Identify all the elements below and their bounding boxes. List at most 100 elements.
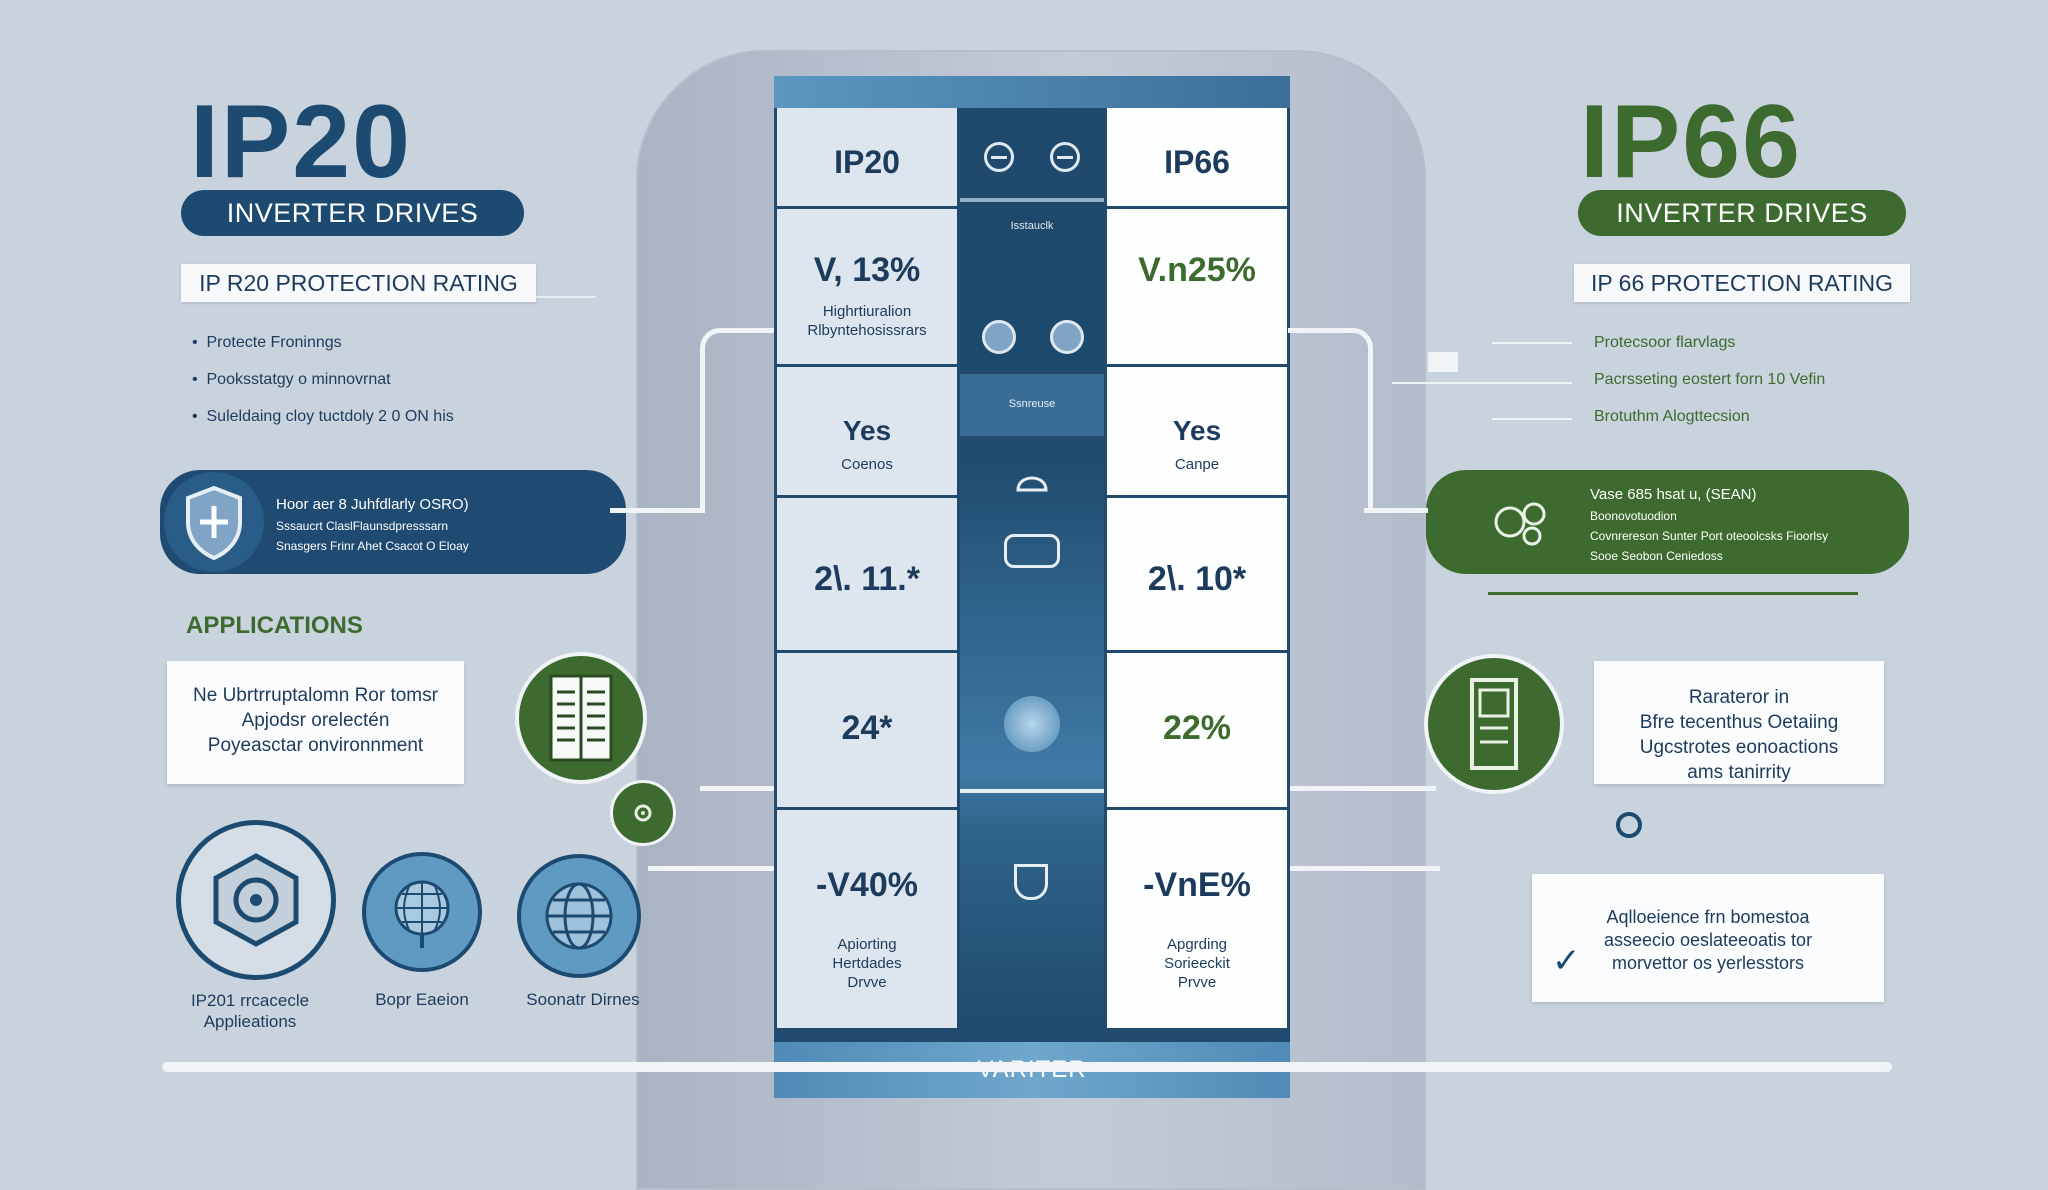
ip20-cell: V, 13%Highrtiuralion Rlbyntehosissrars <box>777 209 957 367</box>
gauge-icon <box>1050 320 1084 354</box>
checkmark-icon: ✓ <box>1552 942 1581 980</box>
ip20-cell-sub: Coenos <box>841 456 893 473</box>
right-connector-mid <box>1290 786 1436 791</box>
baseline-line <box>162 1062 1892 1072</box>
ip66-cell-value: -VnE% <box>1143 866 1251 904</box>
left-bullet: • Pooksstatgy o minnovrnat <box>192 371 391 388</box>
ip20-cell-value: Yes <box>842 415 892 446</box>
hexagon-device-icon <box>176 820 336 980</box>
ip66-cell: 2\. 10* <box>1107 498 1287 653</box>
app-label-ip20: IP201 rrcacecle Applieations <box>190 991 310 1031</box>
ring-icon <box>1612 808 1646 842</box>
device-icon <box>1004 534 1060 568</box>
ip66-header-cell: IP66 <box>1107 108 1287 209</box>
middle-label: Isstauclk <box>1010 220 1054 232</box>
middle-illustration <box>960 444 1104 1038</box>
app-label-bopr: Bopr Eaeion <box>375 990 469 1009</box>
right-card-line: asseecio oeslateeoatis tor <box>1603 930 1813 950</box>
right-card-line: morvettor os yerlesstors <box>1611 953 1805 973</box>
bell-icon <box>1012 464 1052 494</box>
left-bullet: • Suleldaing cloy tuctdoly 2 0 ON his <box>192 408 454 425</box>
ip20-cell: -V40% Apiorting Hertdades Drvve <box>777 810 957 1028</box>
right-marker <box>1428 352 1458 372</box>
middle-column: Isstauclk Ssnreuse <box>960 108 1104 1068</box>
ip20-cell: 24* <box>777 653 957 810</box>
right-card-line: Ugcstrotes eonoactions <box>1639 737 1839 758</box>
document-icon <box>515 652 647 784</box>
ip20-cell-sub: Apiorting Hertdades Drvve <box>832 936 902 991</box>
right-bullet-list: Protecsoor flarvlags Pacrsseting eostert… <box>1594 334 1825 445</box>
middle-cell: Ssnreuse <box>960 374 1104 436</box>
right-callout-line: Boonovotuodion <box>1590 509 1677 523</box>
microbe-icon <box>1486 490 1556 554</box>
probe-icon <box>1014 864 1048 900</box>
ip20-cell: 2\. 11.* <box>777 498 957 653</box>
ip20-cell-value: -V40% <box>815 866 919 904</box>
left-rating-leader <box>536 296 596 298</box>
left-connector-lower <box>648 866 776 871</box>
right-card-line: Aqlloeience frn bomestoa <box>1606 907 1810 927</box>
shield-icon <box>164 472 264 572</box>
table-top-bar <box>774 76 1290 108</box>
ip66-cell-sub: Apgrding Sorieeckit Prvve <box>1164 936 1230 991</box>
ip20-header-value: IP20 <box>834 144 900 180</box>
middle-header <box>960 108 1104 202</box>
middle-label: Ssnreuse <box>1008 398 1056 410</box>
glow-orb-icon <box>1004 696 1060 752</box>
ip66-cell: -VnE% Apgrding Sorieeckit Prvve <box>1107 810 1287 1028</box>
globe-grid-icon <box>362 852 482 972</box>
left-callout-line: Snasgers Frinr Ahet Csacot O Eloay <box>276 539 469 553</box>
ip66-cell: 22% <box>1107 653 1287 810</box>
ip20-cell-value: 24* <box>841 709 893 747</box>
left-callout-line: Sssaucrt ClaslFlaunsdpresssarn <box>276 519 449 533</box>
ip66-header-value: IP66 <box>1164 144 1230 180</box>
right-rating-label: IP 66 PROTECTION RATING <box>1574 264 1910 302</box>
right-bullet: Pacrsseting eostert forn 10 Vefin <box>1594 371 1826 388</box>
right-callout-line: Covnrereson Sunter Port oteoolcsks Fioor… <box>1590 529 1829 543</box>
ip66-cell-value: 22% <box>1162 709 1232 747</box>
left-app-card-line: Apjodsr orelectén <box>241 710 390 731</box>
left-application-card: Ne Ubrtrruptalomn Ror tomsr Apjodsr orel… <box>167 661 464 784</box>
left-rating-label: IP R20 PROTECTION RATING <box>181 264 536 302</box>
left-connector-upper <box>700 328 781 511</box>
right-bullet: Protecsoor flarvlags <box>1594 334 1736 351</box>
right-callout: Vase 685 hsat u, (SEAN) Boonovotuodion C… <box>1426 470 1909 574</box>
right-connector-callout <box>1364 508 1428 513</box>
left-callout-header: Hoor aer 8 Juhfdlarly OSRO) <box>276 496 469 513</box>
right-application-card: Rarateror in Bfre tecenthus Oetaiing Ugc… <box>1594 661 1884 784</box>
left-bullet: • Protecte Froninngs <box>192 334 342 351</box>
left-bullet-list: • Protecte Froninngs • Pooksstatgy o min… <box>192 334 454 445</box>
right-bullet-leader <box>1392 382 1572 384</box>
right-bullet-leader <box>1492 418 1572 420</box>
ip20-column: IP20 V, 13%Highrtiuralion Rlbyntehosissr… <box>777 108 957 1068</box>
ip20-header-cell: IP20 <box>777 108 957 209</box>
ip66-cell: V.n25% <box>1107 209 1287 367</box>
middle-cell: Isstauclk <box>960 202 1104 370</box>
left-inverter-pill: INVERTER DRIVES <box>181 190 524 236</box>
right-inverter-pill: INVERTER DRIVES <box>1578 190 1906 236</box>
right-info-card: Aqlloeience frn bomestoa asseecio oeslat… <box>1532 874 1884 1002</box>
left-app-card-line: Ne Ubrtrruptalomn Ror tomsr <box>193 685 438 706</box>
right-card-line: Bfre tecenthus Oetaiing <box>1639 712 1839 733</box>
small-gear-icon <box>610 780 676 846</box>
applications-heading: APPLICATIONS <box>186 612 363 639</box>
gauge-icon <box>982 320 1016 354</box>
ip66-cell-value: Yes <box>1172 415 1222 446</box>
right-connector-lower <box>1290 866 1440 871</box>
right-connector-upper <box>1288 328 1373 511</box>
right-card-line: ams tanirrity <box>1687 762 1791 783</box>
gauge-icon <box>1050 142 1080 172</box>
bar-divider <box>960 789 1104 793</box>
right-callout-underline <box>1488 592 1858 595</box>
right-callout-header: Vase 685 hsat u, (SEAN) <box>1590 486 1757 503</box>
ip20-cell-sub: Highrtiuralion Rlbyntehosissrars <box>807 303 927 339</box>
comparison-table: IP20 V, 13%Highrtiuralion Rlbyntehosissr… <box>774 76 1290 1098</box>
app-label-soonatr: Soonatr Dirnes <box>526 990 640 1009</box>
right-bullet-leader <box>1492 342 1572 344</box>
cabinet-icon <box>1424 654 1564 794</box>
ip20-cell-value: 2\. 11.* <box>814 560 920 598</box>
globe-icon <box>517 854 641 978</box>
